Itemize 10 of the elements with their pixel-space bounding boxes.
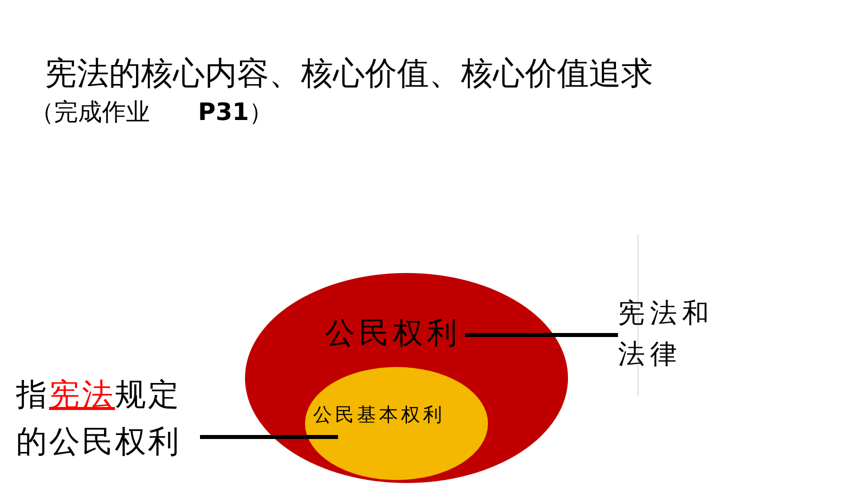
subtitle: （完成作业 P31）: [30, 97, 273, 128]
note-text: 宪法和法律: [618, 297, 715, 372]
outer-ellipse: [245, 273, 568, 483]
leader-line: [200, 435, 338, 439]
note-text: 指宪法规定的公民权利: [16, 376, 182, 462]
ellipse-label: 公民基本权利: [313, 403, 445, 428]
inner-ellipse: [305, 367, 488, 480]
leader-line: [465, 333, 618, 337]
title: 宪法的核心内容、核心价值、核心价值追求: [45, 53, 653, 94]
ellipse-label: 公民权利: [325, 315, 461, 353]
